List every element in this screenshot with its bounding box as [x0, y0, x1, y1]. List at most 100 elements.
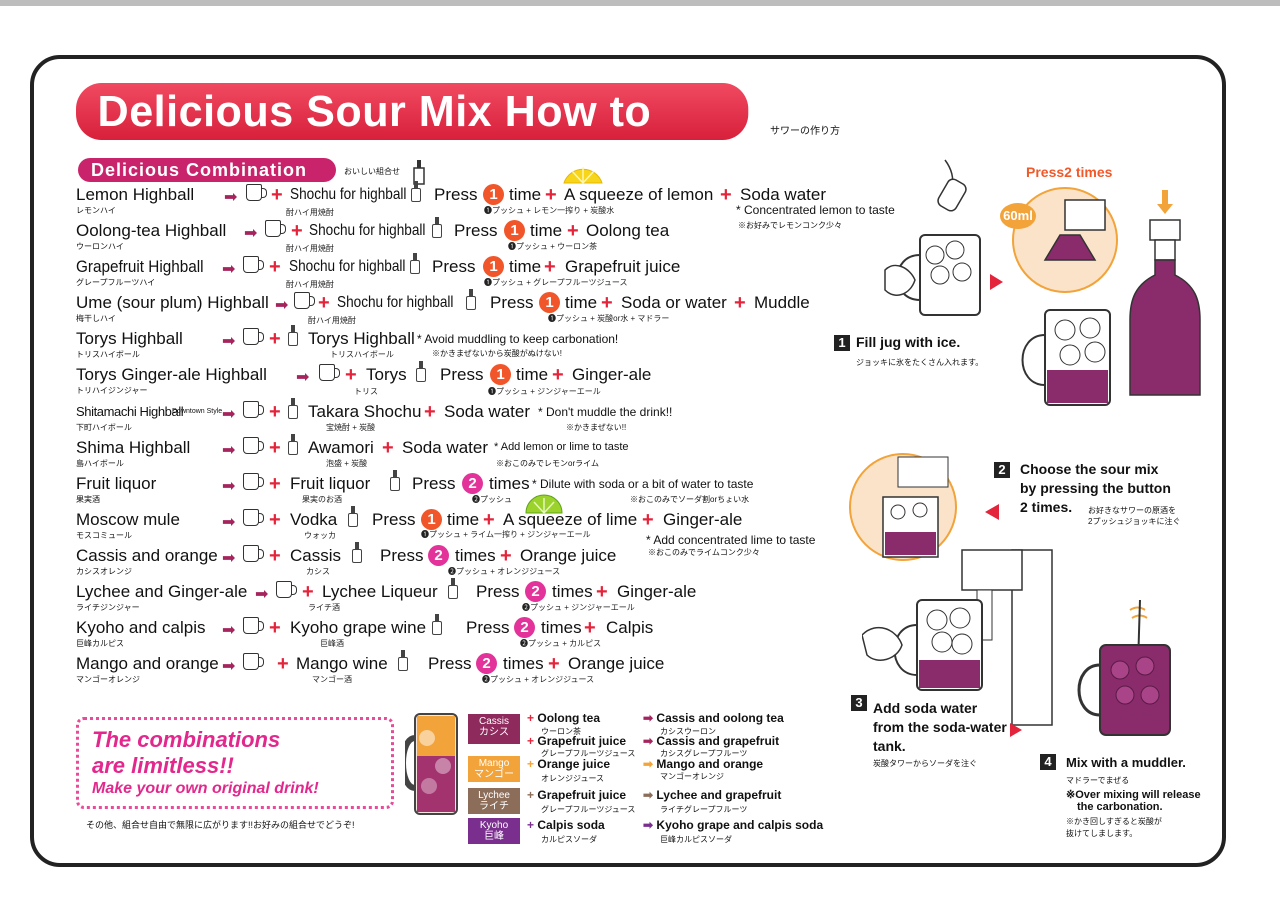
bottle-icon: [348, 506, 358, 528]
combo-mix: Grapefruit juice: [537, 734, 627, 748]
bottle-icon: [416, 361, 426, 383]
plus-icon: +: [424, 401, 436, 423]
step2-illustration: [1012, 187, 1201, 396]
beer-mug-icon: [243, 509, 264, 526]
lemon-icon: [563, 167, 603, 184]
recipe-name-jp: トリハイジンジャー: [76, 386, 148, 395]
beer-mug-icon: [405, 713, 458, 815]
recipe-note-jp: ※おこのみでライムコンク少々: [648, 548, 760, 557]
recipe-name: Moscow mule: [76, 510, 180, 529]
press-label: Press: [428, 654, 472, 673]
plus-icon: +: [291, 220, 303, 242]
arrow-right-icon: ➡: [643, 734, 654, 748]
press-label: Press: [412, 474, 456, 493]
combo-result-jp: カシスグレープフルーツ: [660, 749, 748, 758]
plus-icon: +: [527, 757, 535, 771]
bottle-icon: [413, 160, 425, 185]
recipe-name: Oolong-tea Highball: [76, 221, 227, 240]
dispenser-icon: [390, 470, 400, 492]
arrow-right-icon: ➡: [222, 261, 236, 278]
press-count-badge: 2: [462, 473, 483, 494]
steps-jp: ❶プッシュ + ウーロン茶: [508, 242, 598, 251]
step-warning-jp2: 抜けてしまします。: [1066, 829, 1138, 838]
step-number: 4: [1040, 754, 1056, 770]
combination-heading-jp: おいしい組合せ: [344, 167, 400, 176]
steps-jp: ❶プッシュ + グレープフルーツジュース: [484, 278, 628, 287]
page-title: Delicious Sour Mix How to Make: [76, 83, 749, 193]
combo-result: Lychee and grapefruit: [656, 788, 782, 802]
arrow-right-icon: ➡: [222, 478, 236, 495]
recipe-row-lemon-highball: Lemon Highball レモンハイ ➡ + Shochu for high…: [76, 181, 895, 230]
beer-mug-icon: [265, 220, 286, 237]
press-count-badge: 1: [483, 256, 504, 277]
base-liquor: Cassis: [290, 546, 342, 565]
base-liquor-jp: 酎ハイ用焼酎: [286, 244, 334, 253]
combo-tag-jp: ライチ: [479, 801, 509, 812]
arrow-right-icon: ➡: [222, 442, 236, 459]
combo-mix-jp: カルピスソーダ: [541, 835, 597, 844]
plus-icon: +: [527, 711, 535, 725]
base-liquor: Torys Highball: [308, 329, 415, 348]
combo-mix-jp: グレープフルーツジュース: [541, 805, 636, 814]
bottle-icon: [288, 434, 298, 456]
combo-tag-label: Kyoho: [479, 820, 509, 831]
mix-ingredient: Oolong tea: [586, 221, 670, 240]
step-number: 2: [994, 462, 1010, 478]
step-title-line2: from the soda-water: [873, 719, 1007, 735]
arrow-right-icon: ➡: [643, 788, 654, 802]
combo-result-jp: カシスウーロン: [660, 727, 716, 736]
step-warning-line1: ※Over mixing will release: [1066, 789, 1201, 801]
recipe-row-shitamachi-highball: Shitamachi Highball Downtown Style 下町ハイボ…: [76, 398, 846, 438]
mix-ingredient-2: Soda water: [740, 185, 826, 204]
press-unit: times: [552, 582, 593, 601]
recipe-name: Grapefruit Highball: [76, 257, 204, 276]
recipe-name-jp: マンゴーオレンジ: [76, 675, 140, 684]
beer-mug-icon: [319, 364, 340, 381]
mix-ingredient: Soda water: [402, 438, 488, 457]
combo-tag-label: Mango: [478, 758, 510, 769]
step-title: Mix with a muddler.: [1066, 755, 1186, 770]
arrow-right-icon: ➡: [296, 369, 310, 386]
press-label: Press: [440, 365, 484, 384]
recipe-row-grapefruit-highball: Grapefruit Highball グレープフルーツハイ ➡ + Shoch…: [76, 253, 846, 293]
plus-icon: +: [548, 653, 560, 675]
plus-icon: +: [596, 581, 608, 603]
arrow-right-icon: ➡: [255, 586, 269, 603]
plus-icon: +: [382, 437, 394, 459]
recipe-name-jp: ウーロンハイ: [76, 242, 124, 251]
limitless-jp: その他、組合せ自由で無限に広がります!!お好みの組合せでどうぞ!: [86, 820, 355, 830]
plus-icon: +: [483, 509, 495, 531]
base-liquor: Mango wine: [296, 654, 388, 673]
press-unit: time: [530, 221, 563, 240]
recipe-note: * Dilute with soda or a bit of water to …: [532, 477, 754, 491]
limitless-line2: are limitless!!: [92, 753, 234, 778]
beer-mug-icon: [276, 581, 297, 598]
recipe-name: Lemon Highball: [76, 185, 195, 204]
recipe-row-shima-highball: Shima Highball 島ハイボール ➡ + Awamori 泡盛 + 炭…: [76, 434, 846, 474]
mix-ingredient: Calpis: [606, 618, 654, 637]
step2-callout: [849, 453, 957, 561]
step-title-line3: tank.: [873, 738, 906, 754]
steps-jp: ❶プッシュ + レモン一搾り + 炭酸水: [484, 206, 615, 215]
beer-mug-icon: [294, 292, 315, 309]
recipe-note-jp: ※かきまぜない!!: [566, 423, 627, 432]
base-liquor-jp: 宝焼酎 + 炭酸: [326, 423, 376, 432]
base-liquor-jp: 泡盛 + 炭酸: [326, 459, 368, 468]
press-count-badge: 1: [483, 184, 504, 205]
plus-icon: +: [269, 401, 281, 423]
press-unit: times: [503, 654, 544, 673]
bottle-icon: [410, 253, 420, 275]
recipe-row-kyoho-and-calpis: Kyoho and calpis 巨峰カルピス ➡ + Kyoho grape …: [76, 614, 846, 654]
recipe-row-torys-ginger-ale-highball: Torys Ginger-ale Highball トリハイジンジャー ➡ + …: [76, 361, 846, 401]
recipe-note: * Add lemon or lime to taste: [494, 441, 629, 453]
steps-jp: ❶プッシュ + 炭酸or水 + マドラー: [548, 314, 670, 323]
plus-icon: +: [269, 256, 281, 278]
combo-mix: Oolong tea: [537, 711, 601, 725]
plus-icon: +: [302, 581, 314, 603]
recipe-row-lychee-and-ginger-ale: Lychee and Ginger-ale ライチジンジャー ➡ + Lyche…: [76, 578, 846, 618]
arrow-left-icon: [985, 504, 999, 520]
step-jp-line2: 2プッシュジョッキに注ぐ: [1088, 517, 1181, 526]
press-badge: Press2 times: [1026, 164, 1113, 180]
press-count-badge: 1: [504, 220, 525, 241]
beer-mug-icon: [243, 653, 264, 670]
